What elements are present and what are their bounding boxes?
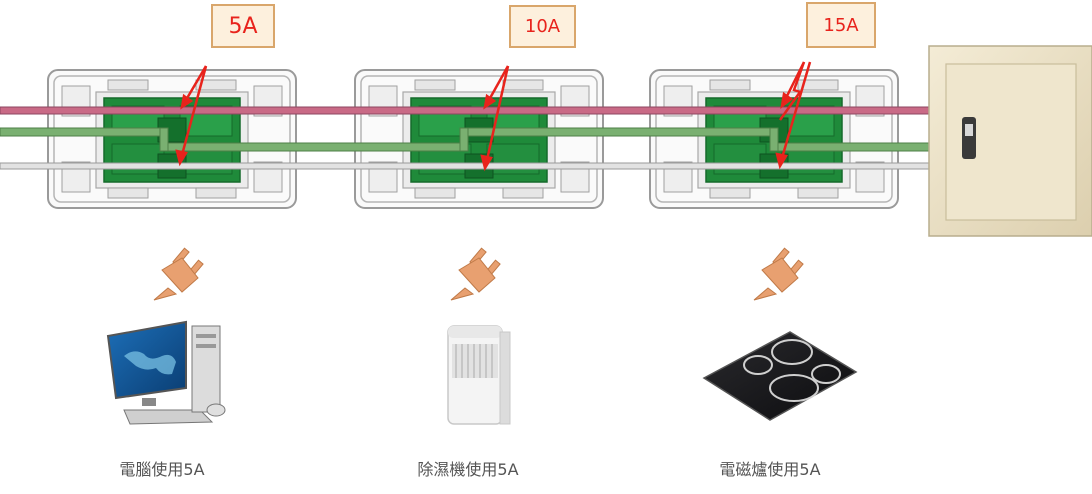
plug-icon — [753, 247, 804, 301]
neutral-wire — [0, 162, 933, 170]
live-wire — [0, 106, 933, 115]
outlet-1 — [47, 69, 297, 209]
breaker-panel-icon — [928, 45, 1092, 237]
callout-label: 15A — [823, 14, 859, 36]
current-callout-3: 15A — [806, 2, 876, 48]
caption-3: 電磁爐使用5A — [719, 460, 821, 479]
ground-wire — [0, 127, 933, 152]
outlet-2 — [354, 69, 604, 209]
plug-icon — [450, 247, 501, 301]
current-callout-2: 10A — [509, 5, 576, 48]
current-arrows — [175, 61, 812, 172]
dehumidifier-icon — [447, 325, 511, 425]
callout-label: 10A — [524, 16, 561, 37]
callout-label: 5A — [228, 13, 258, 39]
computer-icon — [106, 320, 226, 425]
induction-cooktop-icon — [702, 331, 858, 421]
caption-2: 除濕機使用5A — [417, 460, 519, 479]
current-callout-1: 5A — [211, 4, 275, 48]
plug-icon — [153, 247, 204, 301]
caption-1: 電腦使用5A — [119, 460, 205, 479]
